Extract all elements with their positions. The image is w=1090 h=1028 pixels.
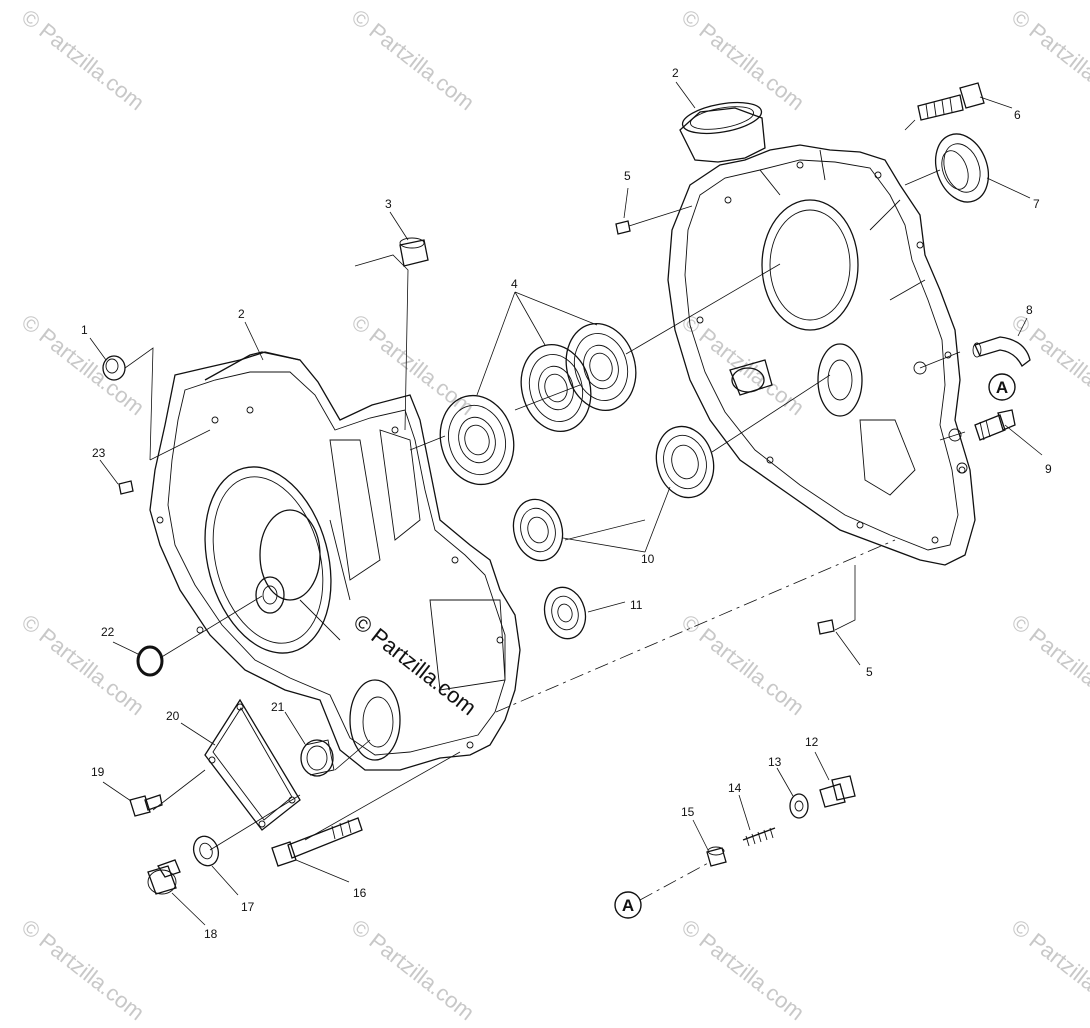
callout-6: 6 [1014, 108, 1021, 122]
callout-20: 20 [166, 709, 180, 723]
bearing-4-b [520, 343, 592, 433]
dowel-pin-23 [118, 480, 134, 495]
callout-5-upper: 5 [624, 169, 631, 183]
callout-18: 18 [204, 927, 218, 941]
watermark: © Partzilla.com [17, 4, 149, 115]
callout-19: 19 [91, 765, 105, 779]
watermark: © Partzilla.com [677, 914, 809, 1023]
reference-a-label: A [996, 378, 1008, 397]
bearing-11 [543, 586, 587, 640]
callout-2-right: 2 [672, 66, 679, 80]
plug-18 [147, 859, 181, 895]
reference-marker-a-lower: A [614, 891, 642, 919]
watermark: © Partzilla.com [347, 4, 479, 115]
watermark: © Partzilla.com [347, 914, 479, 1023]
dowel-3 [399, 237, 429, 267]
plunger-15 [706, 846, 727, 867]
callout-23: 23 [92, 446, 106, 460]
hose-fitting-8 [972, 336, 1031, 367]
watermark: © Partzilla.com [677, 4, 809, 115]
bolt-19 [129, 794, 163, 817]
reference-marker-a-upper: A [988, 373, 1016, 401]
callout-12: 12 [805, 735, 819, 749]
dowel-pin-5-lower [817, 619, 835, 635]
fitting-9 [974, 409, 1016, 441]
reference-a-label: A [622, 896, 634, 915]
bolt-16 [271, 817, 363, 867]
oil-seal-21 [300, 739, 335, 777]
callout-10: 10 [641, 552, 655, 566]
bearing-10-b [512, 498, 564, 562]
watermark: © Partzilla.com [1007, 914, 1090, 1023]
watermark-layer: © Partzilla.com © Partzilla.com © Partzi… [17, 4, 1090, 1025]
watermark: © Partzilla.com [1007, 609, 1090, 720]
watermark: © Partzilla.com [17, 609, 149, 720]
oil-seal-7 [934, 133, 990, 203]
callout-2-left: 2 [238, 307, 245, 321]
callout-7: 7 [1033, 197, 1040, 211]
callout-14: 14 [728, 781, 742, 795]
callout-9: 9 [1045, 462, 1052, 476]
callout-16: 16 [353, 886, 367, 900]
washer-13 [789, 793, 809, 819]
o-ring-22 [136, 645, 164, 677]
spring-14 [742, 827, 776, 847]
crankcase-left-half [149, 351, 521, 771]
watermark: © Partzilla.com [1007, 309, 1090, 420]
callout-22: 22 [101, 625, 115, 639]
callout-8: 8 [1026, 303, 1033, 317]
watermark: © Partzilla.com [677, 309, 809, 420]
callout-1: 1 [81, 323, 88, 337]
dowel-pin-5-upper [615, 220, 631, 235]
bolt-6 [917, 82, 985, 121]
callout-4: 4 [511, 277, 518, 291]
callout-5-lower: 5 [866, 665, 873, 679]
reference-line-a [639, 861, 711, 901]
callout-13: 13 [768, 755, 782, 769]
drain-plug-12 [819, 775, 856, 808]
callouts: 1 2 2 3 4 5 5 6 7 8 9 10 11 12 13 14 15 … [81, 66, 1052, 941]
center-watermark: © Partzilla.com [349, 609, 481, 720]
washer-17 [192, 835, 220, 867]
watermark: © Partzilla.com [17, 914, 149, 1023]
bearing-4-a [439, 394, 515, 486]
watermark: © Partzilla.com [1007, 4, 1090, 115]
bearing-10-a [655, 425, 715, 499]
crankcase-right-half [667, 101, 976, 566]
callout-3: 3 [385, 197, 392, 211]
leader-lines [89, 81, 1043, 926]
cover-plate-20 [204, 698, 301, 831]
callout-15: 15 [681, 805, 695, 819]
callout-17: 17 [241, 900, 255, 914]
callout-21: 21 [271, 700, 285, 714]
alignment-line [495, 539, 896, 713]
callout-11: 11 [630, 598, 643, 612]
bearing-4-c [565, 322, 637, 412]
